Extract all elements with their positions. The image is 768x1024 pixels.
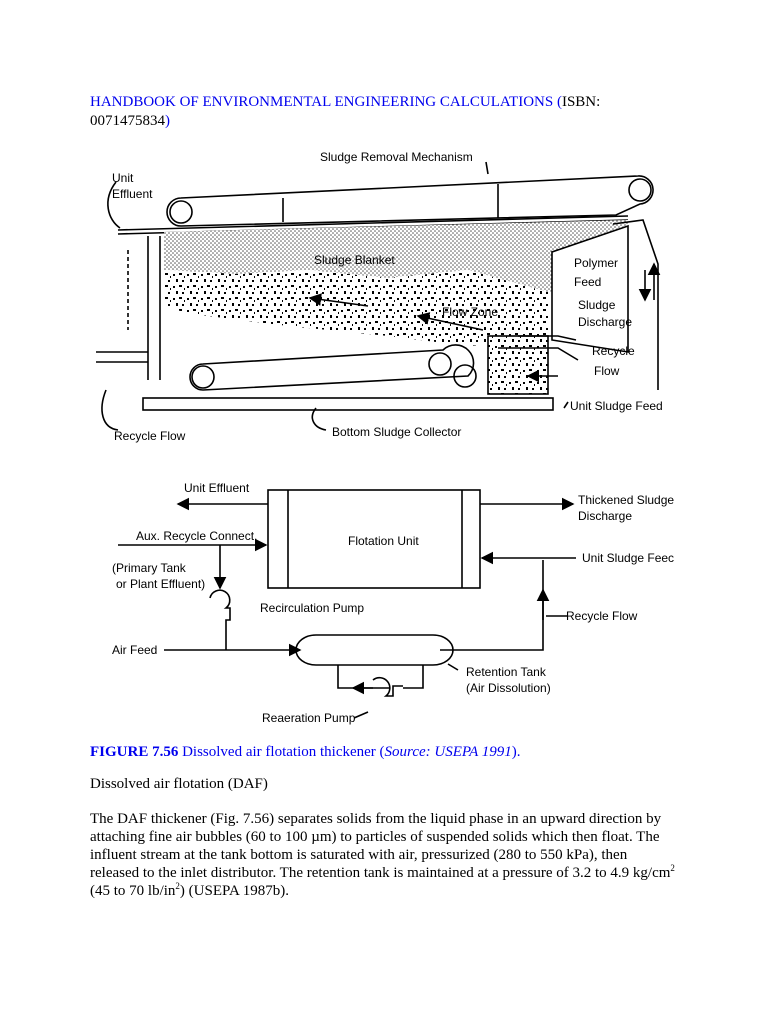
label-flotation-unit: Flotation Unit <box>348 534 419 548</box>
document-header: HANDBOOK OF ENVIRONMENTAL ENGINEERING CA… <box>90 94 601 129</box>
label-primary-1: (Primary Tank <box>112 561 187 575</box>
label-recycle-flow-top: Recycle Flow <box>114 429 186 443</box>
label-air-feed: Air Feed <box>112 643 157 657</box>
label-sludge: Sludge <box>578 298 616 312</box>
body-paragraph: The DAF thickener (Fig. 7.56) separates … <box>90 811 675 899</box>
label-sludge-blanket: Sludge Blanket <box>314 253 395 267</box>
isbn-label: ISBN: <box>561 94 601 110</box>
schematic-labels: Unit Effluent Thickened Sludge Discharge… <box>112 481 674 725</box>
caption-source[interactable]: Source: USEPA 1991 <box>384 744 512 760</box>
label-bottom-collector: Bottom Sludge Collector <box>332 425 461 439</box>
figure-number: FIGURE 7.56 <box>90 744 179 760</box>
daf-process-schematic <box>118 489 576 719</box>
label-feed: Feed <box>574 275 601 289</box>
figure-caption: FIGURE 7.56 Dissolved air flotation thic… <box>90 744 521 760</box>
caption-text: Dissolved air flotation thickener ( <box>182 744 385 760</box>
label-unit-sludge-feed-2: Unit Sludge Feec <box>582 551 674 565</box>
label-aux-recycle: Aux. Recycle Connect. <box>136 529 257 543</box>
label-effluent: Effluent <box>112 187 153 201</box>
label-retention-2: (Air Dissolution) <box>466 681 551 695</box>
label-retention-1: Retention Tank <box>466 665 547 679</box>
label-flow-zone: Flow Zone <box>442 305 498 319</box>
label-unit: Unit <box>112 171 134 185</box>
isbn-number: 0071475834 <box>90 113 165 129</box>
label-sludge-removal: Sludge Removal Mechanism <box>320 150 473 164</box>
label-unit-effluent: Unit Effluent <box>184 481 250 495</box>
label-recycle: Recycle <box>592 344 635 358</box>
label-reaeration: Reaeration Pump <box>262 711 356 725</box>
label-thickened-1: Thickened Sludge <box>578 493 674 507</box>
label-recycle-flow-2: Recycle Flow <box>566 609 638 623</box>
label-flow: Flow <box>594 364 620 378</box>
label-thickened-2: Discharge <box>578 509 632 523</box>
top-diagram-labels: Sludge Removal Mechanism Unit Effluent S… <box>112 150 663 443</box>
daf-figure: Sludge Removal Mechanism Unit Effluent S… <box>88 140 680 730</box>
label-primary-2: or Plant Effluent) <box>116 577 205 591</box>
daf-tank-diagram <box>96 161 661 431</box>
section-subheading: Dissolved air flotation (DAF) <box>90 776 268 792</box>
label-discharge: Discharge <box>578 315 632 329</box>
label-polymer: Polymer <box>574 256 618 270</box>
book-title[interactable]: HANDBOOK OF ENVIRONMENTAL ENGINEERING CA… <box>90 94 554 110</box>
label-unit-sludge-feed: Unit Sludge Feed <box>570 399 663 413</box>
label-recirc-pump: Recirculation Pump <box>260 601 364 615</box>
